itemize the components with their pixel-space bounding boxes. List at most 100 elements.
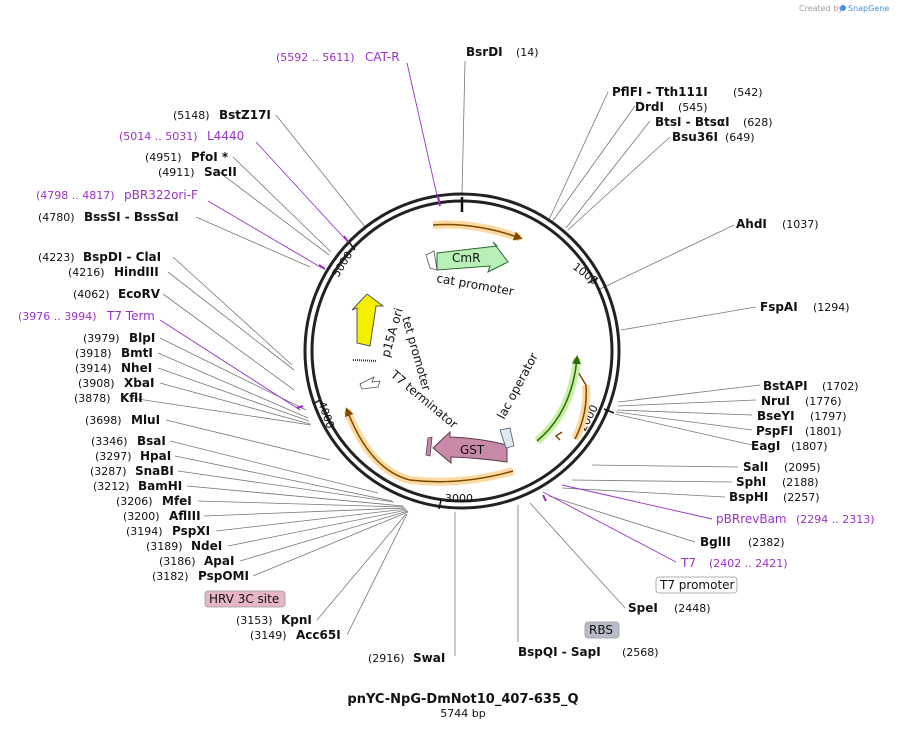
primer-position: (4798 .. 4817) — [36, 189, 115, 202]
tick-mark-3000 — [438, 499, 442, 510]
enzyme-name: AhdI — [736, 217, 767, 231]
gst-label: GST — [460, 443, 485, 457]
enzyme-position: (14) — [516, 46, 539, 59]
enzyme-name: PspXI — [172, 524, 210, 538]
enzyme-name: EagI — [751, 439, 780, 453]
p15a-ori-label: p15A ori — [378, 306, 405, 358]
lac-operator-arrow — [499, 427, 515, 449]
enzyme-position: (3149) — [250, 629, 287, 642]
enzyme-position: (545) — [678, 101, 708, 114]
enzyme-name: Acc65I — [296, 628, 341, 642]
enzyme-name: MfeI — [162, 494, 192, 508]
enzyme-name: NheI — [121, 361, 152, 375]
enzyme-position: (3878) — [74, 392, 111, 405]
enzyme-position: (2382) — [748, 536, 785, 549]
green-feature — [534, 355, 581, 445]
enzyme-name: KflI — [120, 391, 143, 405]
enzyme-position: (3297) — [95, 450, 132, 463]
enzyme-name: BtsI - BtsαI — [655, 115, 730, 129]
enzyme-name: SwaI — [413, 651, 445, 665]
enzyme-position: (2257) — [783, 491, 820, 504]
backbone-outer — [303, 192, 621, 510]
tick-mark-1000 — [587, 277, 599, 284]
tick-mark-5000 — [348, 241, 356, 251]
enzyme-name: ApaI — [204, 554, 234, 568]
enzyme-name: BssSI - BssSαI — [84, 210, 179, 224]
enzyme-name: XbaI — [124, 376, 154, 390]
primer-position: (5014 .. 5031) — [119, 130, 198, 143]
hrv-site-mark — [425, 436, 433, 457]
enzyme-position: (3918) — [75, 347, 112, 360]
credit-prefix: Created by — [799, 4, 843, 13]
primer-name: CAT-R — [365, 50, 400, 64]
enzyme-name: BmtI — [121, 346, 153, 360]
enzyme-position: (3212) — [93, 480, 130, 493]
primer-name: pBR322ori-F — [124, 188, 198, 202]
credit-brand: SnapGene — [848, 4, 889, 13]
enzyme-position: (4951) — [145, 151, 182, 164]
enzyme-name: BspQI - SapI — [518, 645, 601, 659]
enzyme-name: BspDI - ClaI — [83, 250, 161, 264]
primer-position: (3976 .. 3994) — [18, 310, 97, 323]
enzyme-position: (1801) — [805, 425, 842, 438]
enzyme-position: (3914) — [75, 362, 112, 375]
enzyme-position: (4911) — [158, 166, 195, 179]
enzyme-position: (3287) — [90, 465, 127, 478]
enzyme-name: PspFI — [756, 424, 793, 438]
enzyme-position: (3200) — [123, 510, 160, 523]
tick-mark-2000 — [603, 408, 615, 414]
rbs-box — [584, 621, 620, 639]
hrv-3c-site-text: HRV 3C site — [209, 592, 279, 606]
primer-leader-lines — [159, 62, 713, 563]
enzyme-name: PfoI * — [191, 150, 229, 164]
enzyme-position: (3186) — [159, 555, 196, 568]
enzyme-position: (4062) — [73, 288, 110, 301]
primer-position: (5592 .. 5611) — [276, 51, 355, 64]
enzyme-position: (3346) — [91, 435, 128, 448]
enzyme-name: BstZ17I — [219, 108, 271, 122]
enzyme-position: (1702) — [822, 380, 859, 393]
enzyme-position: (2188) — [782, 476, 819, 489]
enzyme-name: HindIII — [114, 265, 159, 279]
primer-marks — [296, 195, 547, 502]
enzyme-name: BamHI — [138, 479, 182, 493]
enzyme-name: SphI — [736, 475, 766, 489]
enzyme-name: BsaI — [137, 434, 166, 448]
t7-terminator-arrow — [359, 376, 381, 390]
enzyme-position: (5148) — [173, 109, 210, 122]
tick-label-3000: 3000 — [445, 492, 473, 505]
enzyme-name: BglII — [700, 535, 731, 549]
enzyme-position: (628) — [743, 116, 773, 129]
enzyme-name: EcoRV — [118, 287, 161, 301]
enzyme-position: (1807) — [791, 440, 828, 453]
cat-promoter-label: cat promoter — [435, 271, 514, 298]
enzyme-position: (1037) — [782, 218, 819, 231]
rbs-text: RBS — [589, 623, 613, 637]
enzyme-position: (2448) — [674, 602, 711, 615]
t7-promoter-box — [655, 576, 738, 594]
enzyme-position: (4780) — [38, 211, 75, 224]
enzyme-name: HpaI — [140, 449, 171, 463]
enzyme-position: (3979) — [83, 332, 120, 345]
enzyme-name: SpeI — [628, 601, 658, 615]
primer-name: L4440 — [207, 129, 244, 143]
primer-name: T7 — [680, 556, 696, 570]
enzyme-name: PflFI - Tth111I — [612, 85, 708, 99]
tick-mark-4000 — [312, 399, 321, 405]
enzyme-position: (649) — [725, 131, 755, 144]
enzyme-position: (3182) — [152, 570, 189, 583]
enzyme-name: BlpI — [129, 331, 155, 345]
tet-promoter-mark — [352, 359, 378, 362]
tick-label-5000: 5000 — [330, 249, 356, 280]
orange-features — [343, 220, 591, 486]
enzyme-position: (4216) — [68, 266, 105, 279]
enzyme-position: (3194) — [126, 525, 163, 538]
enzyme-position: (1797) — [810, 410, 847, 423]
enzyme-position: (3908) — [78, 377, 115, 390]
enzyme-name: BsrDI — [466, 45, 503, 59]
enzyme-position: (2568) — [622, 646, 659, 659]
snapgene-logo-icon — [840, 5, 846, 11]
enzyme-position: (3153) — [236, 614, 273, 627]
